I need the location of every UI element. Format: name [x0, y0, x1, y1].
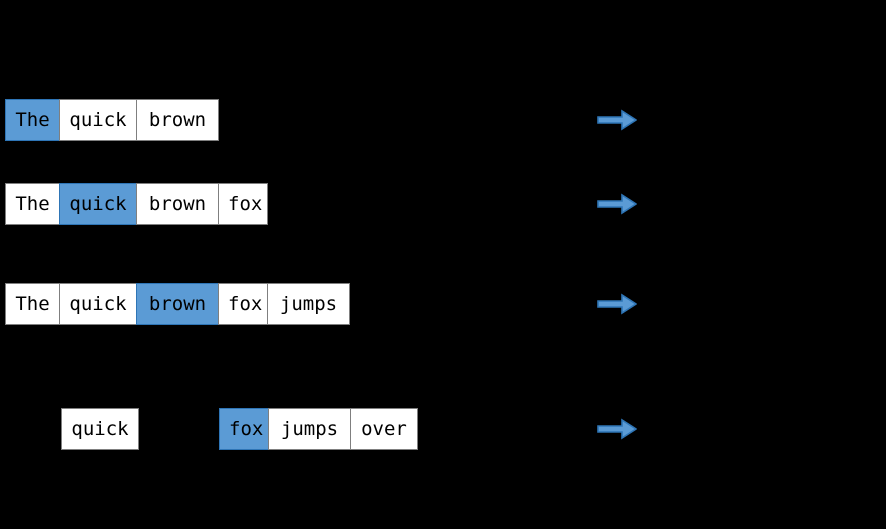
token-cell[interactable]: The	[5, 283, 60, 325]
token-cell-highlighted[interactable]: fox	[219, 408, 269, 450]
token-gap	[139, 408, 220, 450]
token-cell-highlighted[interactable]: The	[5, 99, 60, 141]
token-cell[interactable]: fox	[218, 183, 268, 225]
arrow-right-icon	[597, 293, 637, 315]
token-cell[interactable]: fox	[218, 283, 268, 325]
token-cell-highlighted[interactable]: quick	[59, 183, 137, 225]
token-cell[interactable]: over	[350, 408, 418, 450]
token-cell[interactable]: jumps	[267, 283, 350, 325]
token-cell[interactable]: quick	[59, 283, 137, 325]
token-cell[interactable]: brown	[136, 99, 219, 141]
arrow-right-icon	[597, 193, 637, 215]
token-cell[interactable]: The	[5, 183, 60, 225]
token-cell-highlighted[interactable]: brown	[136, 283, 219, 325]
arrow-right-icon	[597, 418, 637, 440]
token-cell[interactable]: brown	[136, 183, 219, 225]
arrow-right-icon	[597, 109, 637, 131]
token-cell[interactable]: quick	[61, 408, 139, 450]
token-cell[interactable]: jumps	[268, 408, 351, 450]
token-cell[interactable]: quick	[59, 99, 137, 141]
